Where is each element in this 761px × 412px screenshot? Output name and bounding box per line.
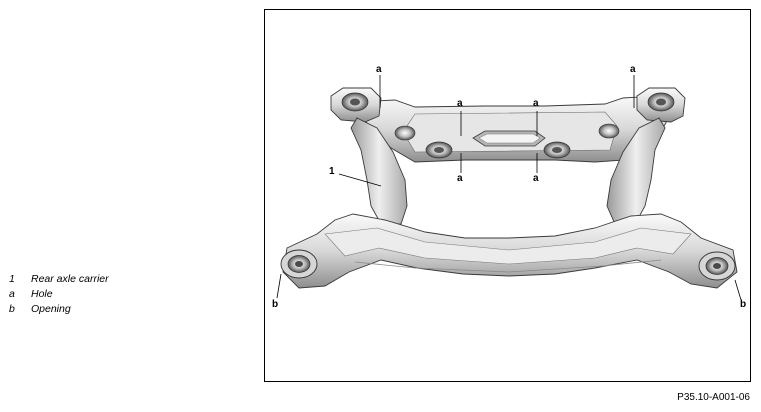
right-front-bushing <box>698 251 736 281</box>
leader-lines <box>276 75 742 301</box>
legend-text: Opening <box>31 303 71 315</box>
callout-hole-label: a <box>457 98 463 109</box>
legend-key: 1 <box>9 273 15 285</box>
legend-key: b <box>9 303 15 315</box>
callout-opening-label: b <box>740 299 747 310</box>
figure-id: P35.10-A001-06 <box>677 392 750 403</box>
callout-hole-label: a <box>533 98 539 109</box>
callout-hole-label: a <box>457 173 463 184</box>
callout-hole-label: a <box>533 173 539 184</box>
legend-text: Rear axle carrier <box>31 273 109 285</box>
legend-row: b Opening <box>9 302 109 317</box>
callout-hole-label: a <box>630 64 636 75</box>
legend-row: 1 Rear axle carrier <box>9 272 109 287</box>
legend-key: a <box>9 288 15 300</box>
right-upper-mount <box>636 87 686 123</box>
callout-hole-label: a <box>376 64 382 75</box>
legend-text: Hole <box>31 288 53 300</box>
diagram-frame: a a a a a a 1 b b <box>264 9 751 382</box>
callout-part-label: 1 <box>329 166 335 177</box>
legend-row: a Hole <box>9 287 109 302</box>
left-front-bushing <box>280 249 318 279</box>
callout-opening-label: b <box>272 299 279 310</box>
legend: 1 Rear axle carrier a Hole b Opening <box>9 272 109 317</box>
axle-carrier-drawing <box>276 75 742 301</box>
left-upper-mount <box>330 87 382 123</box>
